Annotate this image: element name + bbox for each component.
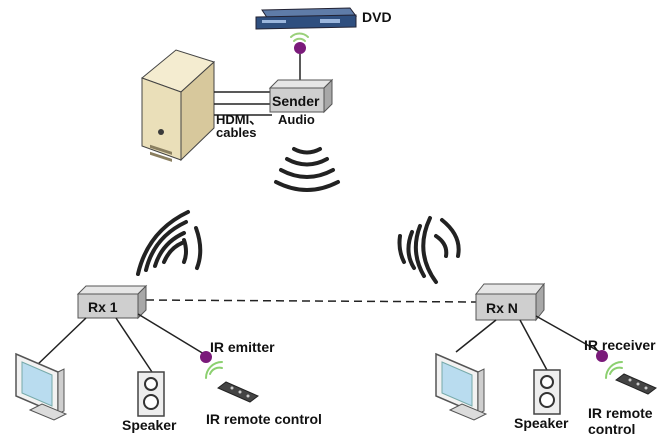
speaker-right-label: Speaker [514, 415, 569, 431]
dvd-wireless-icon [290, 32, 309, 42]
ir-signal-right-icon [605, 361, 623, 379]
ir-signal-left-icon [205, 361, 223, 379]
rxn-wireless-waves-icon [397, 216, 461, 284]
speaker-left-icon [137, 371, 165, 417]
ir-receiver-label: IR receiver [584, 337, 656, 353]
rx1-monitor-line [35, 317, 87, 367]
audio-label: Audio [278, 112, 315, 127]
dvd-label: DVD [362, 9, 392, 25]
ir-receiver-dot [596, 350, 608, 362]
rxn-box [474, 282, 546, 322]
ir-emitter-dot [200, 351, 212, 363]
monitor-left-icon [15, 352, 68, 421]
sender-box [268, 78, 334, 114]
speaker-right-icon [533, 369, 561, 415]
rx1-wireless-waves-icon [136, 210, 203, 276]
rxn-monitor-line [455, 319, 497, 353]
rx-link-dashed-line [145, 299, 477, 303]
remote-right-icon [615, 373, 657, 395]
dvd-player-icon [255, 7, 357, 30]
remote-left-label: IR remote control [206, 411, 322, 427]
dvd-ir-dot [294, 42, 306, 54]
hdmi-label: HDMI、 [216, 112, 262, 127]
speaker-left-label: Speaker [122, 417, 177, 433]
rx1-box [76, 284, 148, 320]
pc-tower-icon [141, 49, 215, 162]
remote-right-label-line2: control [588, 421, 635, 437]
rx1-speaker-line [115, 317, 153, 373]
sender-label: Sender [272, 93, 320, 109]
ir-emitter-label: IR emitter [210, 339, 275, 355]
cables-label: cables [216, 125, 256, 140]
rx1-ir-line [137, 313, 205, 355]
monitor-right-icon [435, 352, 488, 421]
remote-left-icon [217, 381, 259, 403]
rxn-label: Rx N [486, 300, 518, 316]
rxn-ir-line [535, 315, 601, 353]
rxn-speaker-line [519, 319, 549, 373]
sender-wireless-waves-icon [274, 147, 340, 192]
rx1-label: Rx 1 [88, 299, 118, 315]
remote-right-label-line1: IR remote [588, 405, 653, 421]
